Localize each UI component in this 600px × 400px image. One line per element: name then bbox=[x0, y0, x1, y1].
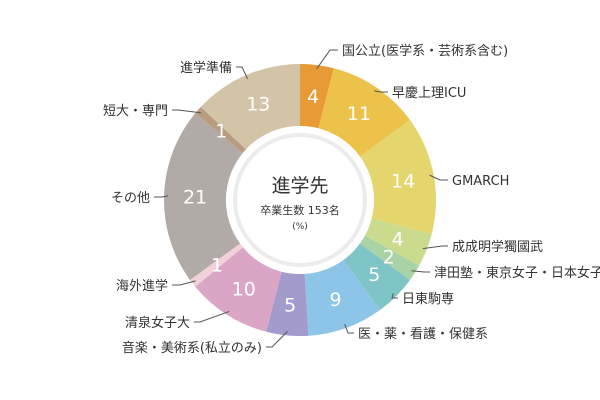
slice-1-label: 国公立(医学系・芸術系含む) bbox=[342, 43, 508, 59]
slice-8 bbox=[266, 271, 309, 336]
slice-4-label: 成成明学獨國武 bbox=[452, 239, 543, 255]
slice-8-label: 音楽・美術系(私立のみ) bbox=[122, 340, 262, 356]
slice-6-value: 5 bbox=[368, 264, 380, 286]
leader-lines bbox=[154, 49, 448, 348]
slice-10-label: 海外進学 bbox=[116, 278, 168, 294]
slice-2-label: 早慶上理ICU bbox=[392, 86, 466, 101]
slice-3-value: 14 bbox=[391, 170, 415, 192]
slice-5-value: 2 bbox=[383, 246, 395, 268]
slice-8-value: 5 bbox=[284, 295, 296, 317]
slice-1 bbox=[300, 64, 334, 129]
slice-13-leader bbox=[236, 66, 249, 80]
slice-12-value: 1 bbox=[215, 121, 227, 143]
slice-10-leader bbox=[172, 280, 196, 286]
slice-11-leader bbox=[154, 195, 169, 198]
slice-6-leader bbox=[391, 293, 398, 299]
slice-3 bbox=[359, 120, 436, 234]
slice-10-value: 1 bbox=[211, 254, 223, 276]
slice-3-label: GMARCH bbox=[452, 174, 509, 189]
slice-11 bbox=[164, 113, 243, 280]
slice-13-value: 13 bbox=[246, 94, 270, 116]
slice-6-label: 日東駒専 bbox=[402, 291, 454, 307]
slice-4-leader bbox=[422, 245, 448, 250]
slice-11-label: その他 bbox=[111, 191, 150, 206]
center-subtitle: 卒業生数 153名 bbox=[260, 203, 340, 217]
slice-9-label: 清泉女子大 bbox=[125, 315, 190, 331]
slice-1-value: 4 bbox=[307, 86, 319, 108]
slice-12-leader bbox=[172, 109, 202, 114]
slice-12-label: 短大・専門 bbox=[103, 104, 168, 119]
slice-9-value: 10 bbox=[232, 279, 256, 301]
slice-7-label: 医・薬・看護・保健系 bbox=[358, 326, 488, 342]
slice-2-value: 11 bbox=[347, 103, 371, 125]
donut-inner-ring bbox=[233, 133, 367, 267]
slice-7-value: 9 bbox=[330, 289, 342, 311]
slice-5 bbox=[359, 235, 420, 280]
slice-8-leader bbox=[266, 331, 288, 348]
slice-7 bbox=[304, 259, 380, 336]
slice-10 bbox=[189, 243, 243, 287]
slice-2-leader bbox=[374, 90, 388, 93]
slice-13-label: 進学準備 bbox=[180, 60, 232, 76]
slice-5-leader bbox=[411, 270, 430, 273]
slice-12 bbox=[195, 106, 247, 153]
slice-9-leader bbox=[194, 310, 230, 323]
slice-13 bbox=[200, 63, 300, 150]
slice-1-leader bbox=[316, 49, 338, 70]
center-unit: (%) bbox=[292, 222, 308, 232]
slice-4-value: 4 bbox=[392, 229, 404, 251]
center-title: 進学先 bbox=[271, 175, 328, 197]
slice-9 bbox=[195, 247, 282, 332]
slice-4 bbox=[364, 218, 432, 266]
donut-slices bbox=[164, 63, 436, 336]
slice-3-leader bbox=[429, 174, 448, 181]
slice-2 bbox=[318, 68, 411, 157]
slice-7-leader bbox=[344, 324, 354, 334]
donut-hole bbox=[226, 126, 374, 274]
slice-labels: 国公立(医学系・芸術系含む) 早慶上理ICU GMARCH 成成明学獨國武津田塾・東京… bbox=[103, 43, 600, 356]
slice-5-label: 津田塾・東京女子・日本女子 bbox=[434, 265, 600, 281]
slice-11-value: 21 bbox=[183, 187, 207, 209]
